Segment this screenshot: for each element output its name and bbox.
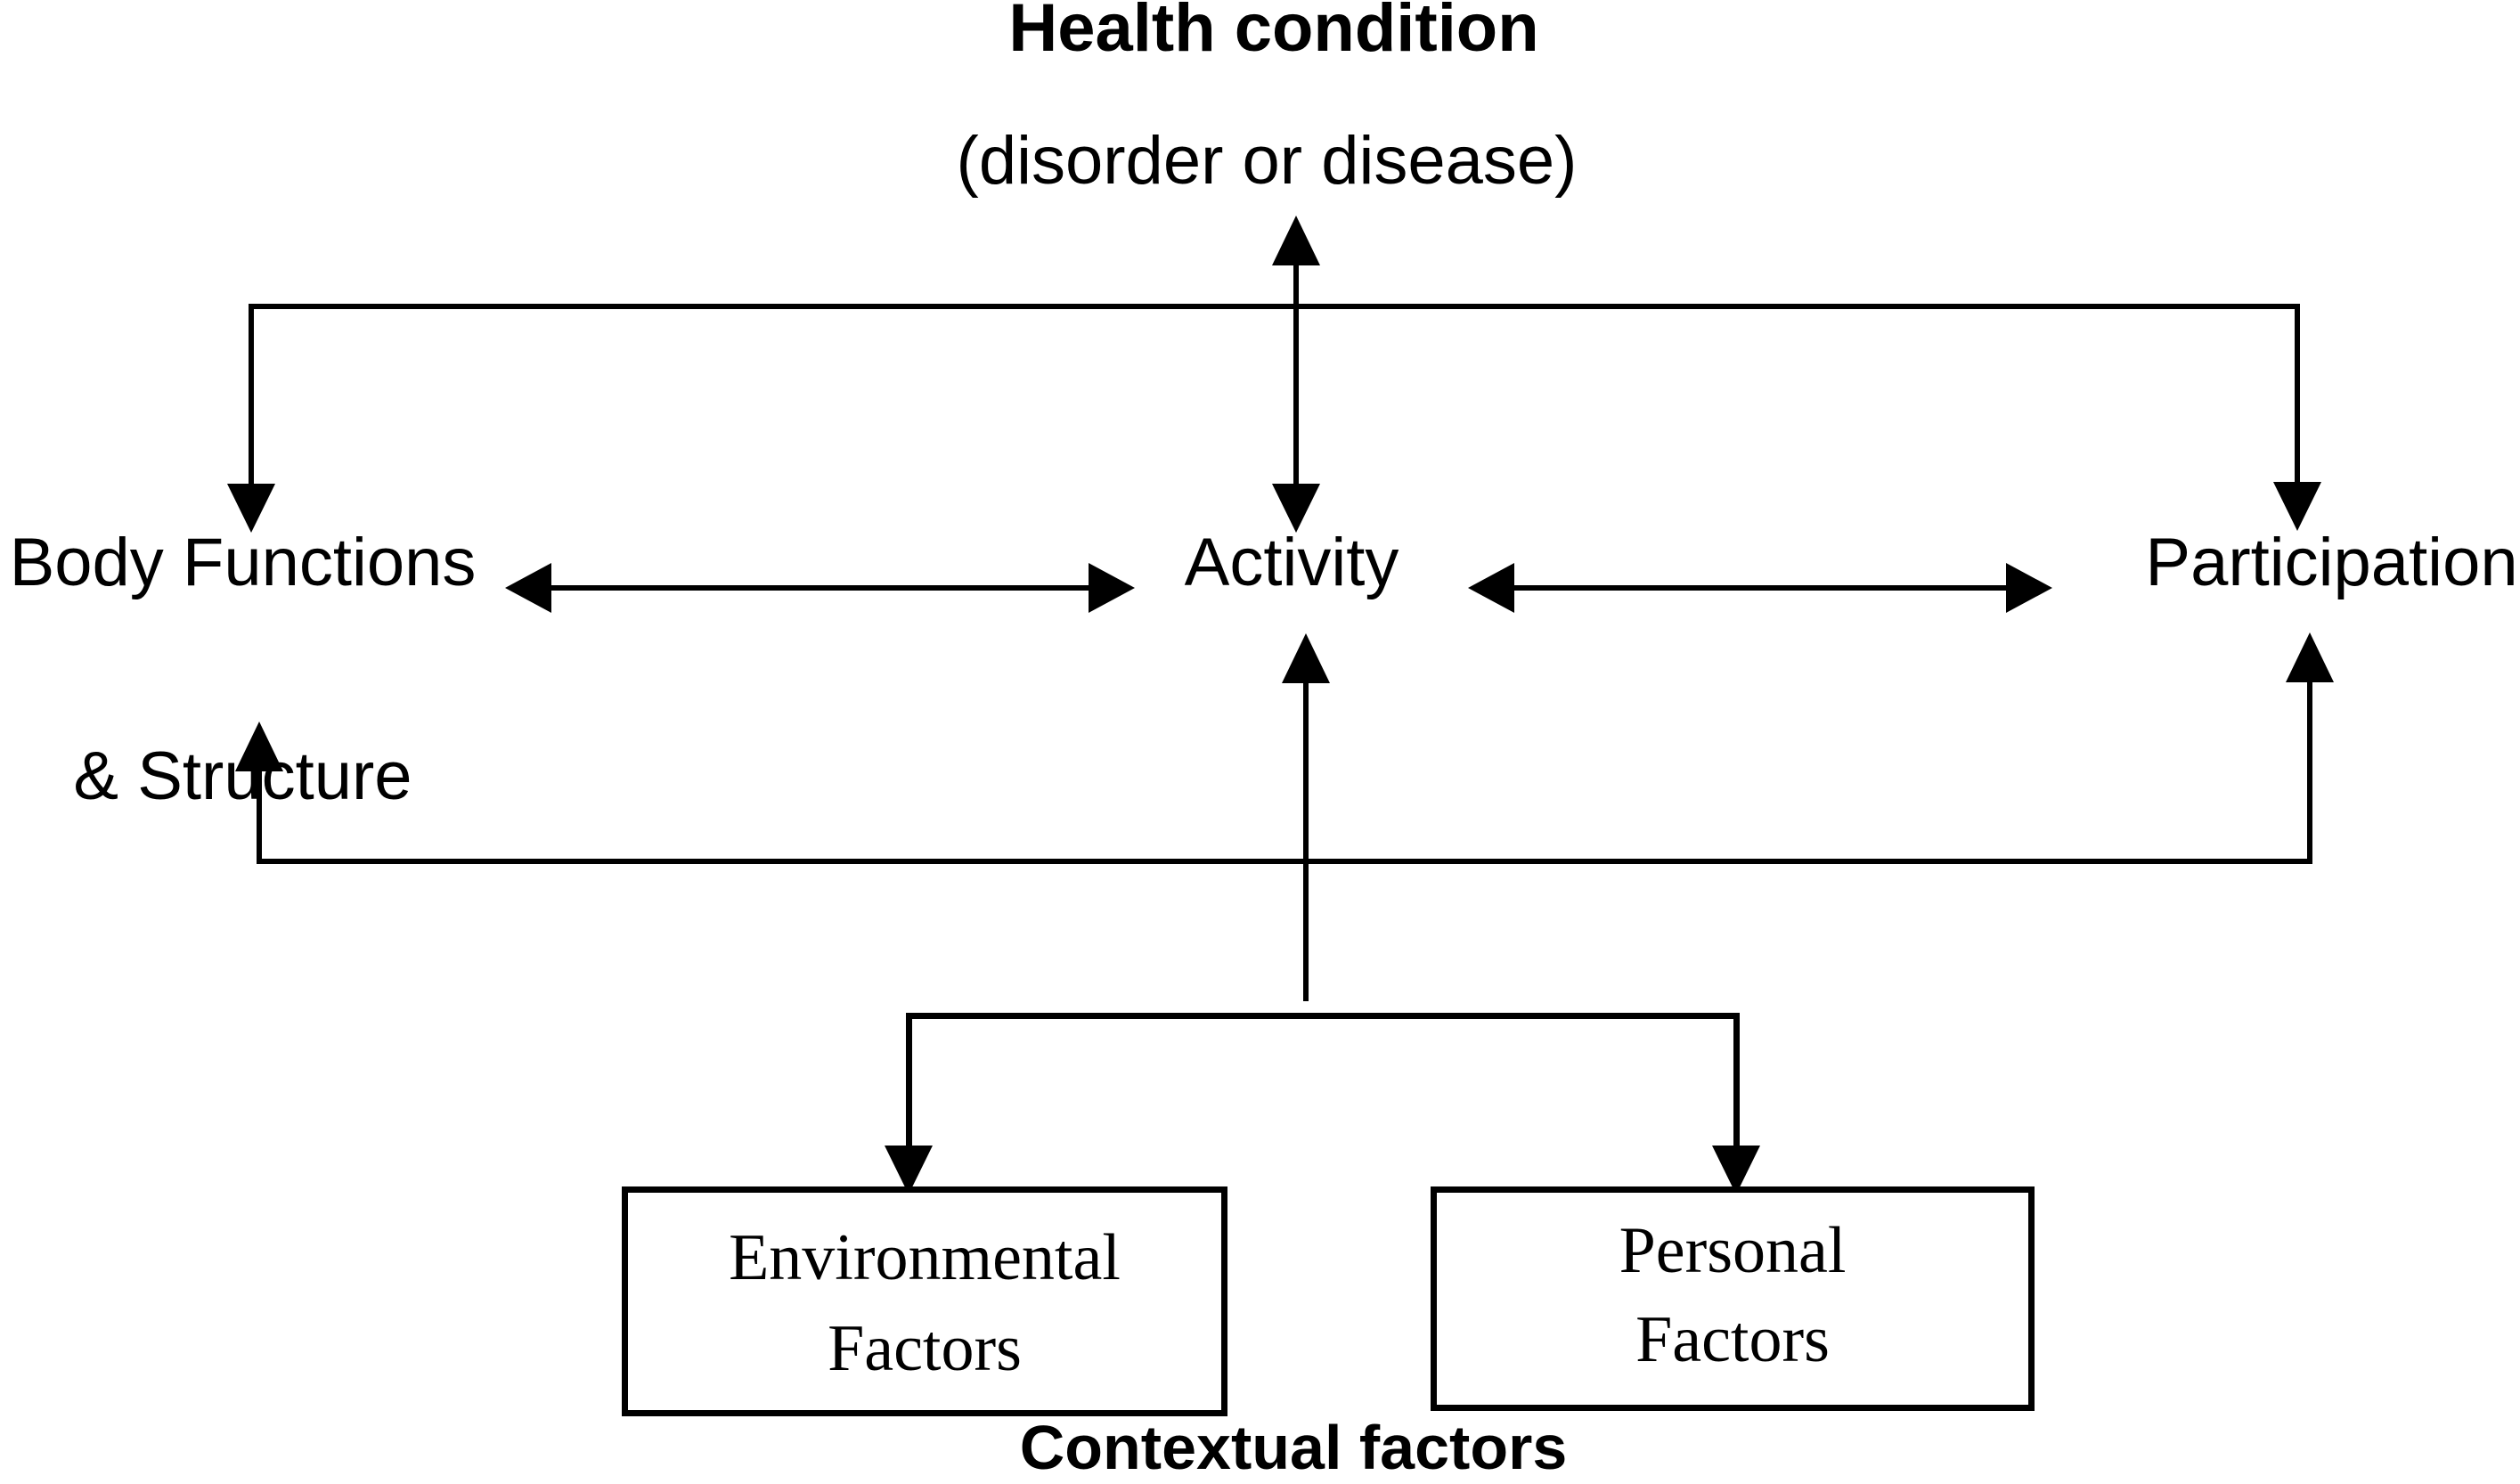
top-rail-line (249, 304, 2300, 309)
health-condition-subtitle: (disorder or disease) (956, 123, 1578, 199)
body-activity-connector-line (551, 585, 1089, 591)
health-condition-title: Health condition (1008, 0, 1539, 66)
personal-factors-box: Personal Factors (1431, 1186, 2035, 1411)
health-activity-connector-line (1293, 264, 1299, 485)
arrow-up-to-body-structure-icon (235, 722, 283, 771)
top-rail-right-drop-line (2295, 304, 2300, 484)
arrow-down-to-environmental-icon (885, 1146, 933, 1195)
arrow-down-to-activity-icon (1272, 484, 1320, 533)
bracket-left-drop-line (906, 1013, 912, 1146)
activity-label: Activity (1184, 525, 1399, 600)
personal-line2: Factors (1635, 1303, 1830, 1376)
arrow-up-to-activity-icon (1282, 633, 1330, 683)
contextual-factors-label: Contextual factors (1019, 1413, 1568, 1482)
body-functions-line1: Body Functions (9, 525, 477, 600)
activity-participation-connector-line (1514, 585, 2006, 591)
arrow-left-to-body-functions-icon (505, 563, 551, 613)
arrow-up-to-participation-icon (2286, 632, 2334, 682)
participation-label: Participation (2145, 525, 2518, 600)
arrow-down-to-participation-icon (2273, 482, 2321, 531)
environmental-line1: Environmental (729, 1221, 1121, 1294)
arrow-down-to-personal-icon (1712, 1146, 1760, 1195)
bottom-rail-right-riser-line (2307, 682, 2312, 859)
bracket-right-drop-line (1733, 1013, 1740, 1146)
contextual-activity-stem-line (1303, 681, 1309, 1001)
personal-line1: Personal (1619, 1214, 1847, 1287)
environmental-factors-box: Environmental Factors (622, 1186, 1227, 1416)
arrow-right-to-participation-icon (2006, 563, 2052, 613)
arrow-right-to-activity-icon (1089, 563, 1135, 613)
top-rail-left-drop-line (249, 304, 254, 485)
arrow-left-to-activity-icon (1468, 563, 1514, 613)
body-functions-label: Body Functions & Structure (0, 510, 485, 830)
bottom-rail-left-riser-line (257, 771, 262, 859)
environmental-line2: Factors (828, 1312, 1022, 1385)
arrow-up-to-health-condition-icon (1272, 216, 1320, 265)
bottom-rail-line (257, 859, 2312, 864)
arrow-down-to-body-functions-icon (227, 484, 275, 533)
contextual-bracket-line (906, 1013, 1740, 1019)
